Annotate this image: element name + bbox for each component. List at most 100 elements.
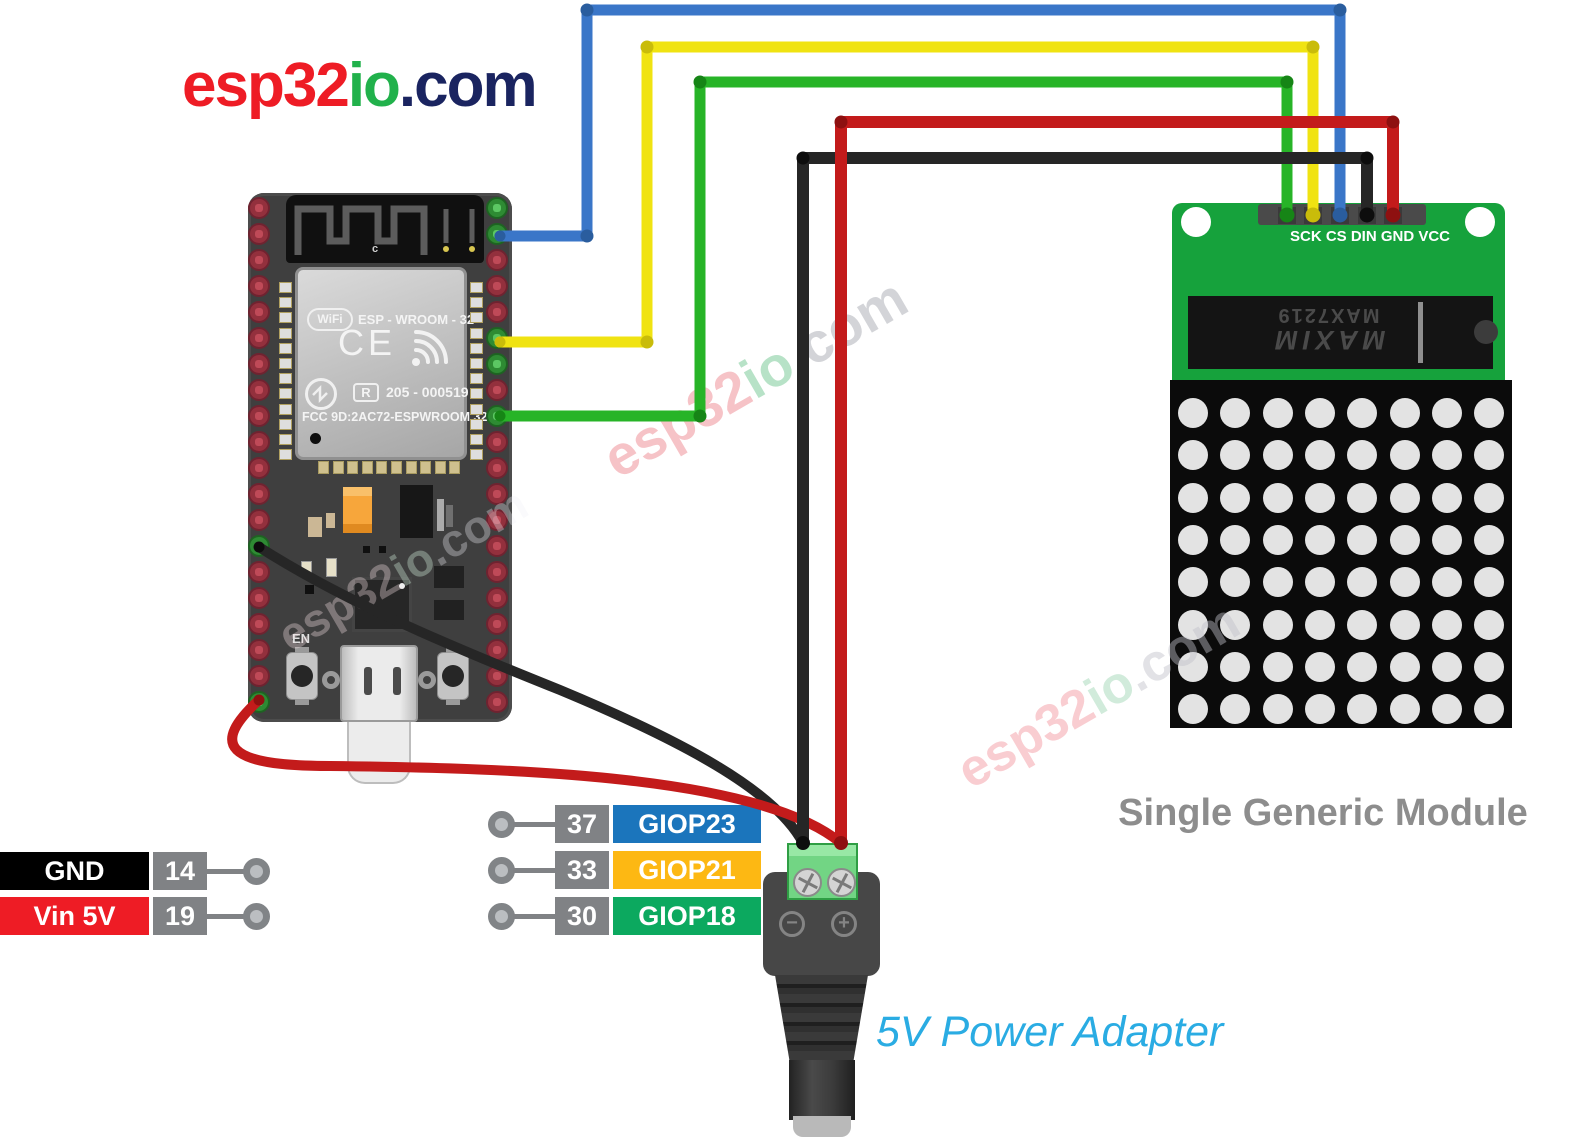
- logo-dotcom: .com: [398, 51, 538, 120]
- capacitor: [308, 517, 322, 537]
- solder-pad: [449, 461, 461, 474]
- esp32-pin: [248, 509, 270, 531]
- esp32-pin: [248, 301, 270, 323]
- esp32-pin: [486, 665, 508, 687]
- led-matrix-pcb: SCK CS DIN GND VCC MAXIM MAX7219: [1172, 203, 1505, 390]
- watermark-text: io: [1075, 653, 1145, 727]
- led-dot: [1389, 694, 1420, 725]
- gpio23-label: GIOP23: [613, 805, 761, 843]
- led-dot: [1262, 398, 1293, 428]
- led-dot: [1347, 694, 1378, 725]
- esp32-pin: [486, 275, 508, 297]
- smd-pad: [470, 342, 483, 354]
- esp32-pin: [486, 379, 508, 401]
- usb-lug: [322, 671, 340, 689]
- vin-label: Vin 5V: [0, 897, 149, 935]
- esp32-pin: [486, 509, 508, 531]
- usb-connector-tongue: [347, 722, 411, 784]
- mounting-hole: [1465, 207, 1495, 237]
- max7219-ic: MAXIM MAX7219: [1188, 296, 1498, 369]
- vin-pin-number: 19: [153, 897, 207, 935]
- led-dot: [1431, 651, 1462, 682]
- gpio-pin-number: 30: [555, 897, 609, 935]
- terminal-screw: [793, 868, 822, 897]
- led-dot: [1178, 694, 1208, 725]
- wire-joint-dot: [796, 151, 810, 165]
- led-dot: [1347, 524, 1378, 555]
- gnd-pin-number: 14: [153, 852, 207, 890]
- lead-line: [207, 914, 245, 919]
- led-dot: [1431, 694, 1462, 725]
- led-dot: [1178, 524, 1208, 555]
- led-dot: [1220, 694, 1251, 725]
- led-dot: [1389, 567, 1420, 598]
- smd-pad: [279, 388, 292, 400]
- watermark-text: .com: [772, 265, 918, 386]
- led-dot: [1474, 440, 1505, 471]
- esp32-pin: [486, 639, 508, 661]
- r-mark: R: [353, 383, 379, 402]
- smd-pad: [279, 434, 292, 445]
- power-adapter-tip: [793, 1116, 851, 1137]
- led-dot: [1474, 694, 1505, 725]
- module-caption: Single Generic Module: [1118, 792, 1528, 834]
- esp32-pin: [248, 431, 270, 453]
- esp32-pin: [248, 665, 270, 687]
- fcc-id-text: FCC 9D:2AC72-ESPWROOM 32: [302, 410, 488, 424]
- wire-joint-dot: [1306, 40, 1320, 54]
- wire-joint-dot: [693, 75, 707, 89]
- smd-pad: [470, 358, 483, 369]
- logo-io: io: [347, 51, 401, 120]
- esp32-pin: [486, 301, 508, 323]
- led-dot: [1304, 651, 1335, 682]
- esp-swirl-icon: [412, 330, 448, 366]
- serial-number: 205 - 000519: [386, 384, 469, 400]
- component: [326, 558, 337, 577]
- led-dot: [1474, 524, 1505, 555]
- wire-joint-dot: [640, 40, 654, 54]
- led-dot: [1304, 609, 1335, 640]
- small-ic: [434, 566, 464, 588]
- smd-pad: [279, 449, 292, 461]
- usb-slot: [393, 667, 401, 695]
- led-dot: [1347, 482, 1378, 513]
- smd-pad: [279, 327, 292, 339]
- led-dot: [1262, 694, 1293, 725]
- gpio18-label: GIOP18: [613, 897, 761, 935]
- pin-dot: [243, 903, 270, 930]
- lead-line: [207, 869, 245, 874]
- smd-pad: [470, 418, 483, 430]
- module-model-text: ESP - WROOM - 32: [358, 312, 475, 327]
- esp32-pin: [248, 457, 270, 479]
- component: [446, 505, 453, 527]
- led-dot: [1389, 524, 1420, 555]
- esp32-pin: [248, 327, 270, 349]
- led-dot: [1389, 609, 1420, 640]
- wire-sck: [494, 76, 1293, 422]
- esp32-pin: [486, 561, 508, 583]
- module-pin-header: [1258, 204, 1426, 225]
- wire-joint-dot: [1360, 151, 1374, 165]
- smd-pad: [279, 297, 292, 309]
- led-matrix-8x8: [1170, 380, 1512, 728]
- usb-slot: [364, 667, 372, 695]
- gpio-pin-number: 37: [555, 805, 609, 843]
- led-dot: [1431, 440, 1462, 471]
- minus-symbol: −: [779, 911, 805, 937]
- terminal-screw: [827, 868, 856, 897]
- led-dot: [1220, 609, 1251, 640]
- esp32-pin: [486, 587, 508, 609]
- watermark-text: esp32: [592, 355, 762, 490]
- led-dot: [1474, 609, 1505, 640]
- led-dot: [1304, 694, 1335, 725]
- smd-pad: [470, 449, 483, 461]
- led-dot: [1178, 567, 1208, 598]
- led-dot: [1304, 398, 1335, 428]
- esp32-pin: [248, 223, 270, 245]
- esp32-pin: [248, 197, 270, 219]
- watermark-text: esp32: [947, 676, 1105, 801]
- wire-joint-dot: [1386, 115, 1400, 129]
- usb-connector: [340, 645, 418, 722]
- esp32-pin: [248, 353, 270, 375]
- led-dot: [1220, 524, 1251, 555]
